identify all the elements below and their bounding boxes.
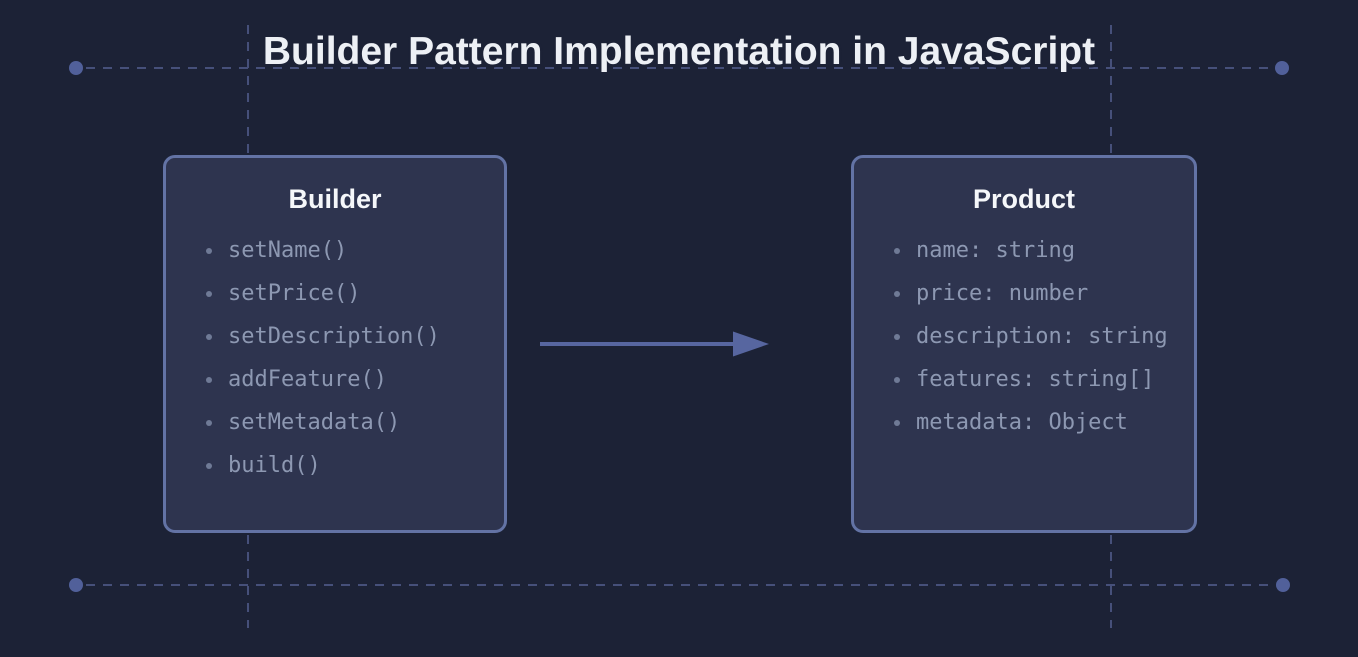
member-list-item: build() [166,454,504,477]
bottom-dashed-guide-line [86,584,1276,586]
corner-dot-bottom-right [1276,578,1290,592]
corner-dot-bottom-left [69,578,83,592]
corner-dot-top-right [1275,61,1289,75]
product-box-title: Product [972,184,1075,214]
member-list-item: setPrice() [166,282,504,305]
member-list-item: addFeature() [166,368,504,391]
member-list-item: metadata: Object [854,411,1194,434]
builder-method-list: setName() setPrice() setDescription() addFe… [166,239,504,477]
member-list-item: name: string [854,239,1194,262]
arrow-right-icon [540,331,769,357]
member-list-item: features: string[] [854,368,1194,391]
diagram-title: Builder Pattern Implementation in JavaSc… [262,30,1096,73]
top-dashed-guide-line [86,67,1276,69]
member-list-item: setName() [166,239,504,262]
product-class-box: Product name: string price: number descrip… [851,155,1197,533]
member-list-item: setMetadata() [166,411,504,434]
builder-class-box: Builder setName() setPrice() setDescriptio… [163,155,507,533]
corner-dot-top-left [69,61,83,75]
product-property-list: name: string price: number description: st… [854,239,1194,434]
member-list-item: price: number [854,282,1194,305]
member-list-item: setDescription() [166,325,504,348]
builder-box-title: Builder [288,184,382,214]
member-list-item: description: string [854,325,1194,348]
